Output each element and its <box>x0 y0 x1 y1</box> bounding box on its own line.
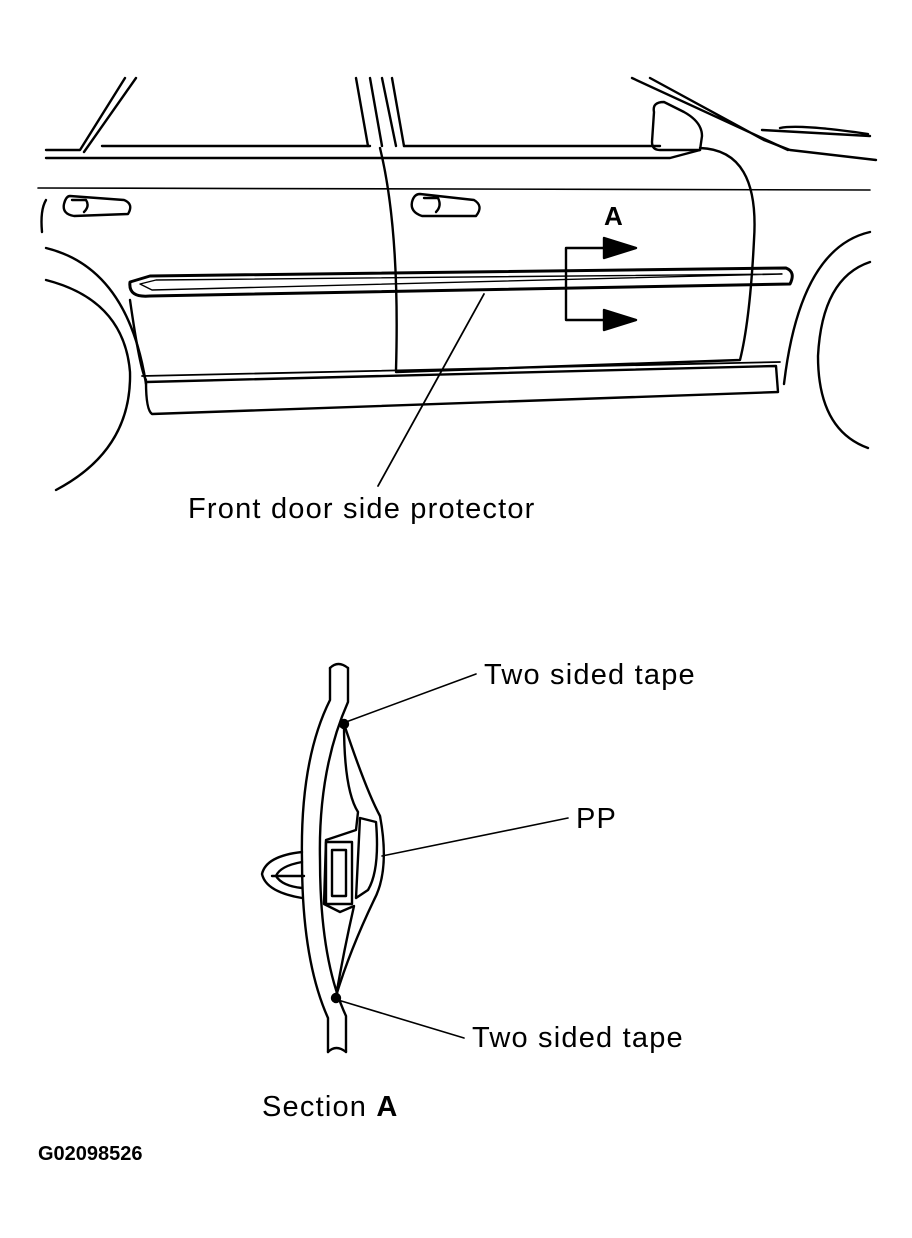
rear-door-handle <box>62 194 132 218</box>
front-wheel-arch-outer <box>782 230 872 386</box>
panel-bottom-break <box>326 1046 348 1054</box>
section-a-detail <box>260 662 569 1054</box>
rear-wheel-arch-inner <box>44 278 132 492</box>
pp-label: PP <box>576 803 618 835</box>
tape-top-label: Two sided tape <box>484 659 696 691</box>
section-caption-word: Section <box>262 1091 368 1123</box>
front-door-protector-label: Front door side protector <box>188 493 536 525</box>
clip-housing <box>324 840 354 906</box>
molding-outer <box>334 722 386 998</box>
b-pillar <box>354 76 406 148</box>
car-side-view <box>37 76 878 492</box>
side-protector-molding-inner <box>139 273 783 291</box>
molding-cavity <box>354 816 379 900</box>
front-wheel-arch-inner <box>816 260 872 450</box>
tape-bottom-label: Two sided tape <box>472 1022 684 1054</box>
pp-leader <box>381 817 569 857</box>
door-gap-rear <box>378 146 398 372</box>
section-caption-letter: A <box>376 1091 399 1123</box>
door-panel-inner <box>318 666 350 1054</box>
tape-bottom-leader <box>337 999 465 1039</box>
rocker-upper-line <box>141 361 781 377</box>
a-pillar-windshield <box>760 125 878 162</box>
belt-line <box>37 187 871 191</box>
section-arrow-top <box>602 236 638 260</box>
section-cut-line <box>564 246 610 322</box>
clip-inner <box>330 848 348 898</box>
door-panel-outer <box>300 666 332 1054</box>
side-protector-molding <box>128 266 794 298</box>
protector-leader-line <box>377 293 485 487</box>
body-lower-line <box>128 298 148 382</box>
front-door-handle <box>410 192 481 218</box>
front-door-front-edge <box>394 146 756 374</box>
section-caption: Section A <box>262 1093 399 1122</box>
section-arrow-bottom <box>602 308 638 332</box>
rear-wheel-arch-outer <box>44 246 148 386</box>
panel-top-break <box>328 662 350 670</box>
clip-head <box>260 850 304 900</box>
section-marker-label: A <box>604 201 624 231</box>
rear-door-rear-edge <box>40 198 48 234</box>
rear-window-frame <box>44 76 138 154</box>
tape-top-leader <box>345 673 477 723</box>
figure-code: G02098526 <box>38 1143 143 1165</box>
window-sill-line <box>44 148 702 160</box>
rocker-panel <box>144 364 780 416</box>
front-window-frame <box>402 76 790 152</box>
door-mirror <box>650 100 704 152</box>
